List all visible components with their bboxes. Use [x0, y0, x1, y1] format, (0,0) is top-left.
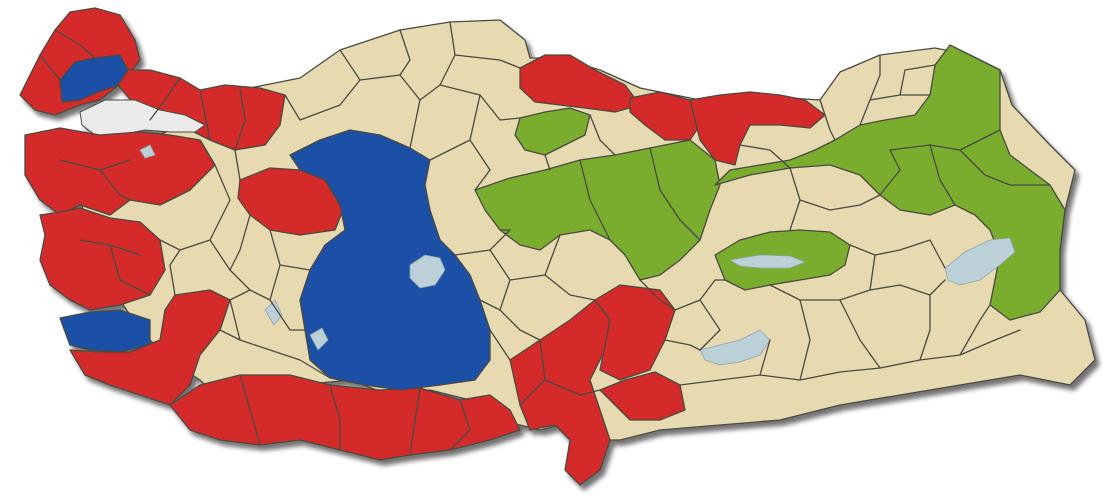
southwest-coastal-provinces — [69, 289, 231, 406]
black-sea-west-red — [519, 54, 641, 113]
lake-beysehir — [309, 327, 329, 351]
southwest-blue-province — [59, 309, 151, 353]
south-coast-provinces — [169, 374, 521, 461]
lake-ataturk-dam — [699, 329, 771, 366]
central-west-red-province — [237, 167, 346, 236]
southeast-red-province — [599, 371, 686, 421]
province-borders — [39, 21, 1051, 456]
south-central-red-province — [594, 284, 676, 381]
lake-small-west — [139, 144, 156, 159]
central-anatolia-blue-provinces — [289, 129, 491, 391]
lake-van — [944, 237, 1016, 286]
lake-keban — [728, 254, 807, 269]
adana-hatay-provinces — [509, 299, 611, 486]
lake-tuz — [409, 254, 446, 289]
country-shape — [19, 7, 1096, 486]
central-east-green-provinces — [474, 139, 721, 281]
black-sea-east-red — [689, 91, 826, 166]
north-central-green-province — [514, 107, 591, 156]
